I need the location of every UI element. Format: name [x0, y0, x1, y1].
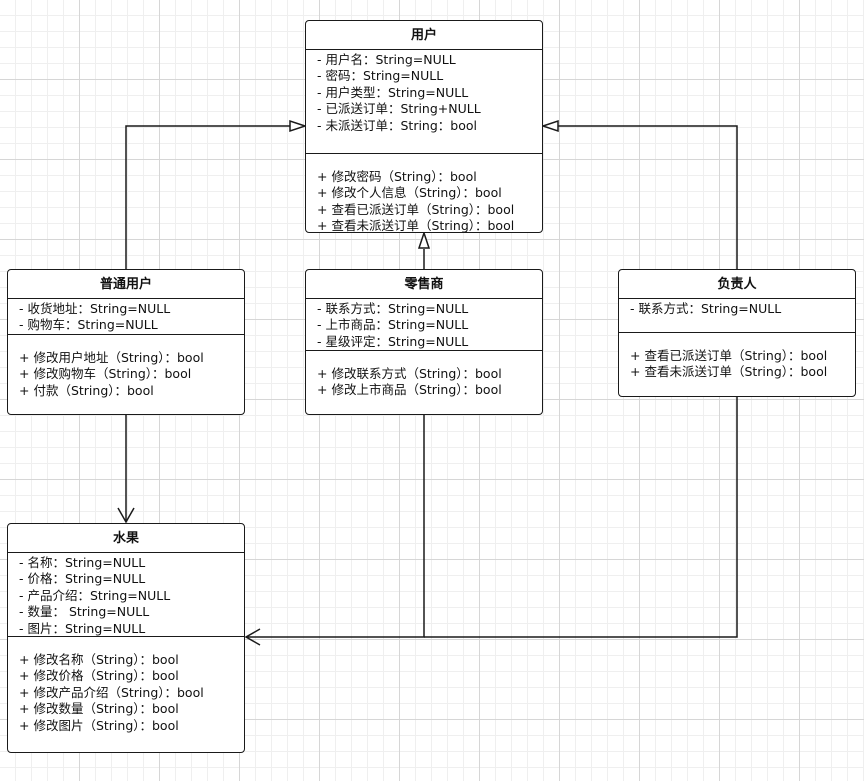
methods-section: + 修改用户地址（String）：bool+ 修改购物车（String）：boo…: [8, 335, 244, 399]
class-title: 用户: [306, 21, 542, 50]
attribute-line: - 数量： String=NULL: [19, 604, 150, 620]
attribute-line: - 名称：String=NULL: [19, 555, 146, 570]
attribute-line: - 价格：String=NULL: [19, 571, 146, 587]
method-line: + 修改名称（String）：bool: [19, 652, 179, 667]
attributes-section: - 联系方式：String=NULL- 上市商品：String=NULL- 星级…: [306, 299, 542, 351]
method-line: + 修改数量（String）：bool: [19, 701, 179, 717]
method-line: + 查看已派送订单（String）：bool: [317, 201, 515, 217]
methods-section: + 修改联系方式（String）：bool+ 修改上市商品（String）：bo…: [306, 351, 542, 399]
method-line: + 修改联系方式（String）：bool: [317, 366, 502, 381]
open-arrowhead: [117, 507, 135, 524]
association-edge-normal-user: [117, 415, 135, 524]
hollow-triangle-arrowhead: [417, 230, 431, 249]
attribute-line: - 已派送订单：String+NULL: [317, 101, 481, 117]
attribute-line: - 收货地址：String=NULL: [19, 301, 171, 316]
method-line: + 付款（String）：bool: [19, 382, 154, 398]
attribute-line: - 上市商品：String=NULL: [317, 317, 469, 333]
hollow-triangle-arrowhead: [289, 119, 308, 133]
attributes-section: - 联系方式：String=NULL: [619, 299, 855, 333]
attribute-line: - 产品介绍：String=NULL: [19, 587, 171, 603]
class-title: 零售商: [306, 270, 542, 299]
methods-section: + 修改密码（String）：bool+ 修改个人信息（String）：bool…: [306, 154, 542, 233]
class-box-fruit[interactable]: 水果- 名称：String=NULL- 价格：String=NULL- 产品介绍…: [7, 523, 245, 753]
attribute-line: - 星级评定：String=NULL: [317, 333, 469, 349]
method-line: + 修改产品介绍（String）：bool: [19, 684, 204, 700]
hollow-triangle-arrowhead: [540, 119, 559, 133]
attributes-section: - 名称：String=NULL- 价格：String=NULL- 产品介绍：S…: [8, 553, 244, 637]
generalization-edge-manager: [540, 119, 738, 269]
method-line: + 修改密码（String）：bool: [317, 169, 477, 184]
methods-section: + 查看已派送订单（String）：bool+ 查看未派送订单（String）：…: [619, 333, 855, 381]
method-line: + 查看未派送订单（String）：bool: [317, 218, 515, 233]
attribute-line: - 用户类型：String=NULL: [317, 84, 469, 100]
attribute-line: - 未派送订单：String：bool: [317, 117, 477, 133]
method-line: + 修改个人信息（String）：bool: [317, 185, 502, 201]
class-title: 普通用户: [8, 270, 244, 299]
attribute-line: - 图片：String=NULL: [19, 620, 146, 636]
open-arrowhead: [244, 628, 261, 646]
method-line: + 查看已派送订单（String）：bool: [630, 348, 828, 363]
attribute-line: - 用户名：String=NULL: [317, 52, 456, 67]
method-line: + 修改用户地址（String）：bool: [19, 350, 204, 365]
attribute-line: - 联系方式：String=NULL: [317, 301, 469, 316]
generalization-edge-retailer: [417, 230, 431, 269]
method-line: + 查看未派送订单（String）：bool: [630, 364, 828, 380]
attribute-line: - 购物车：String=NULL: [19, 317, 158, 333]
attribute-line: - 联系方式：String=NULL: [630, 301, 782, 316]
attribute-line: - 密码：String=NULL: [317, 68, 444, 84]
class-box-user[interactable]: 用户- 用户名：String=NULL- 密码：String=NULL- 用户类…: [305, 20, 543, 233]
attributes-section: - 用户名：String=NULL- 密码：String=NULL- 用户类型：…: [306, 50, 542, 154]
method-line: + 修改购物车（String）：bool: [19, 366, 192, 382]
class-title: 负责人: [619, 270, 855, 299]
attributes-section: - 收货地址：String=NULL- 购物车：String=NULL: [8, 299, 244, 335]
class-box-manager[interactable]: 负责人 - 联系方式：String=NULL + 查看已派送订单（String）：b…: [618, 269, 856, 397]
methods-section: + 修改名称（String）：bool+ 修改价格（String）：bool+ …: [8, 637, 244, 734]
method-line: + 修改上市商品（String）：bool: [317, 382, 502, 398]
method-line: + 修改图片（String）：bool: [19, 717, 179, 733]
class-box-retailer[interactable]: 零售商- 联系方式：String=NULL- 上市商品：String=NULL-…: [305, 269, 543, 415]
class-box-normal-user[interactable]: 普通用户- 收货地址：String=NULL- 购物车：String=NULL+…: [7, 269, 245, 415]
association-edge-retailer: [244, 415, 425, 646]
class-title: 水果: [8, 524, 244, 553]
association-edge-manager: [424, 397, 738, 638]
generalization-edge-normal-user: [125, 119, 308, 269]
method-line: + 修改价格（String）：bool: [19, 668, 179, 684]
